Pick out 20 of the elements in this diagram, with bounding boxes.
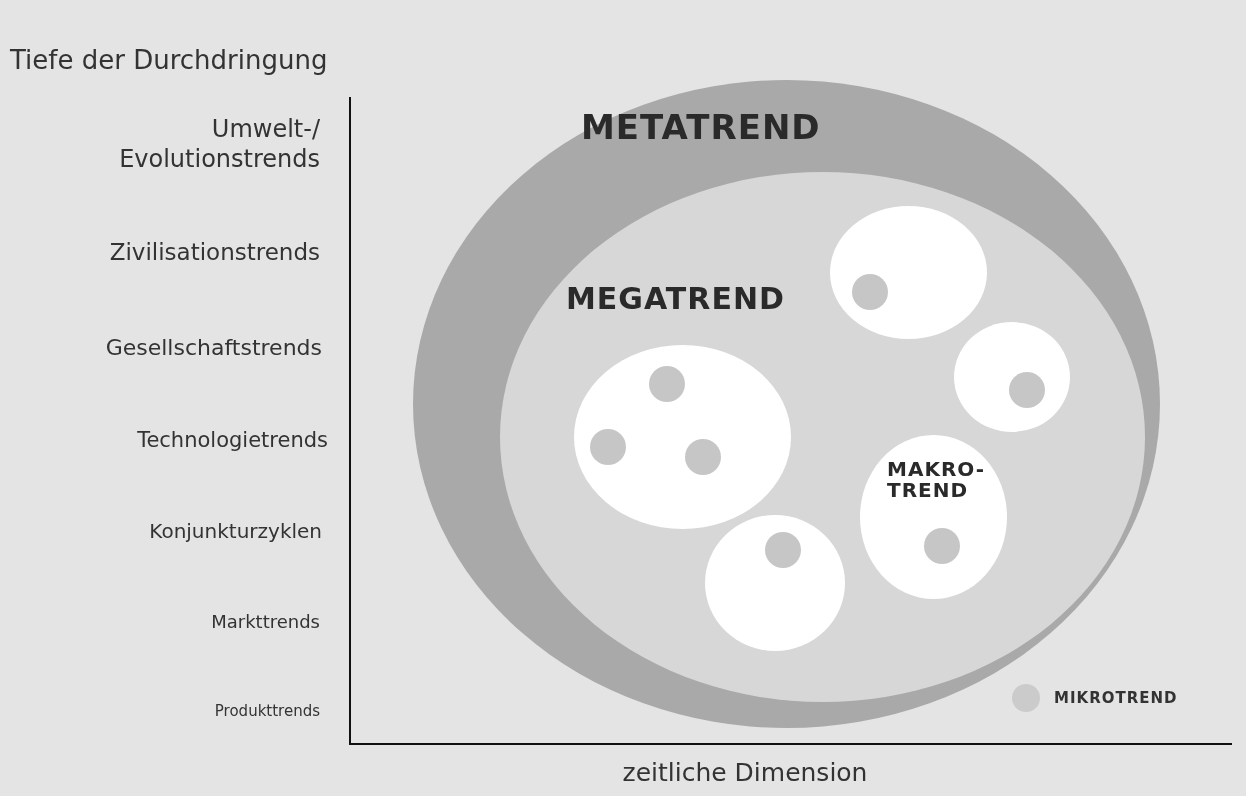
trend-label: MEGATREND — [566, 284, 785, 314]
small-circle — [685, 439, 721, 475]
axis-level-label: Markttrends — [210, 611, 320, 634]
small-circle — [765, 532, 801, 568]
axis-level-label: Gesellschaftstrends — [104, 334, 322, 362]
small-circle — [590, 429, 626, 465]
axis-level-label: Produkttrends — [213, 702, 320, 721]
small-circle — [649, 366, 685, 402]
axis-title: zeitliche Dimension — [621, 757, 869, 789]
trend-label: MIKROTREND — [1054, 689, 1178, 707]
small-circle — [1009, 372, 1045, 408]
axis-level-label: Konjunkturzyklen — [148, 519, 322, 544]
axis-level-label: Zivilisationstrends — [108, 238, 320, 267]
axis-level-label: Technologietrends — [136, 427, 328, 454]
axis-title: Tiefe der Durchdringung — [10, 44, 329, 77]
trend-label: METATREND — [581, 110, 821, 144]
small-circle — [852, 274, 888, 310]
axis-level-label: Umwelt-/ Evolutionstrends — [118, 114, 320, 174]
trend-label: MAKRO- TREND — [887, 459, 986, 501]
small-circle — [924, 528, 960, 564]
